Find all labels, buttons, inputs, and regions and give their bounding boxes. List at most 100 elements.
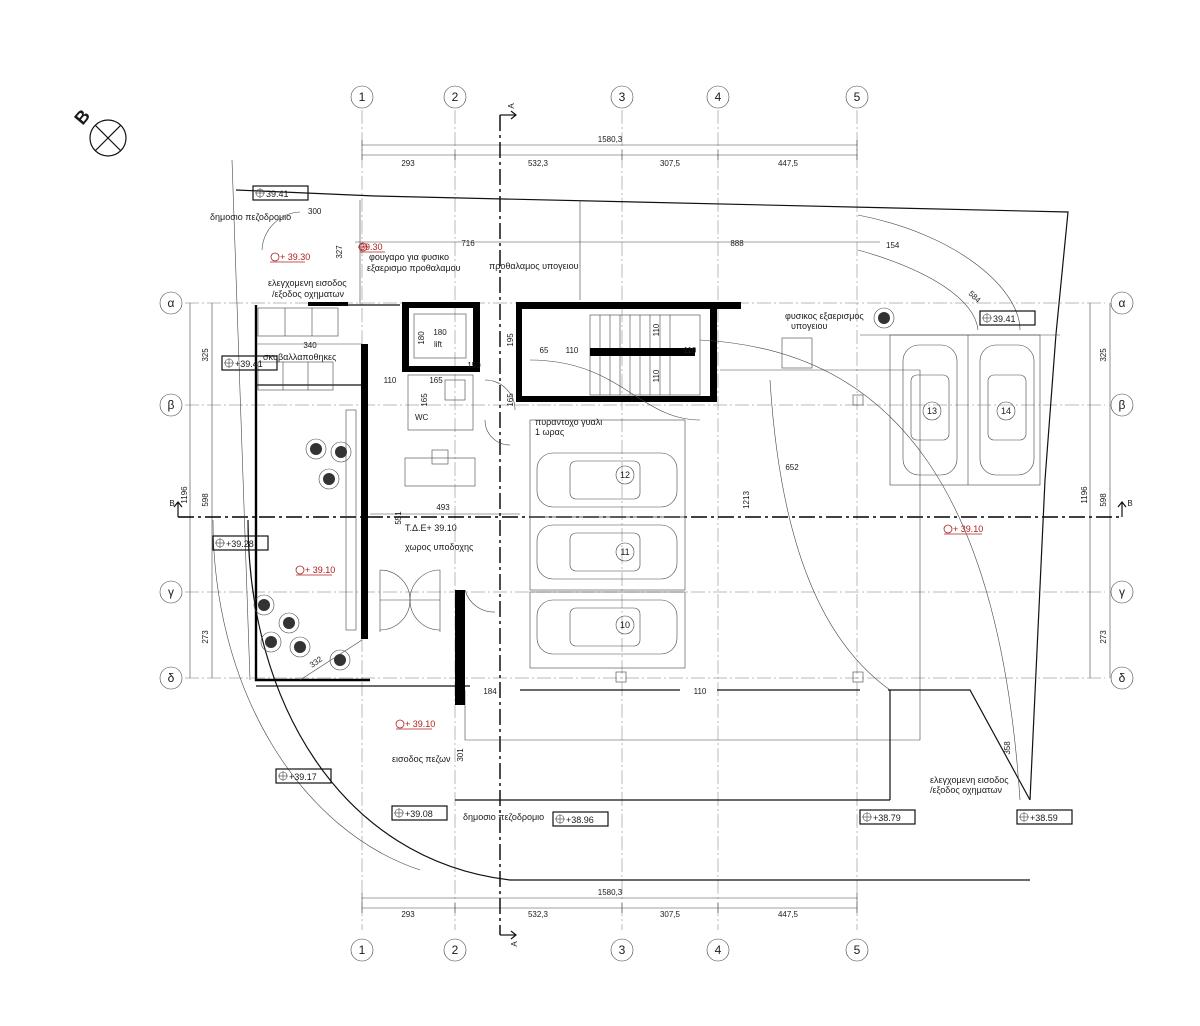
grid-label: δ bbox=[1119, 671, 1126, 685]
svg-text:13: 13 bbox=[927, 406, 937, 416]
entrance-door bbox=[379, 569, 496, 632]
svg-text:150: 150 bbox=[467, 361, 481, 370]
svg-text:110: 110 bbox=[652, 369, 661, 382]
svg-text:301: 301 bbox=[456, 748, 465, 762]
svg-text:1196: 1196 bbox=[180, 486, 189, 504]
svg-text:652: 652 bbox=[785, 463, 799, 472]
svg-text:WC: WC bbox=[415, 413, 429, 422]
grid-bubbles-top: 1 2 3 4 5 bbox=[350, 85, 869, 109]
ramp-arcs bbox=[529, 214, 1021, 801]
room-labels: δημοσιο πεζοδρομιο ελεγχομενη εισοδος /ε… bbox=[210, 212, 1011, 822]
svg-text:+38.79: +38.79 bbox=[873, 813, 901, 823]
svg-text:A: A bbox=[507, 103, 516, 109]
svg-text:1580,3: 1580,3 bbox=[598, 888, 623, 897]
car-11 bbox=[536, 524, 678, 580]
svg-text:180: 180 bbox=[433, 328, 447, 337]
svg-text:293: 293 bbox=[401, 159, 415, 168]
red-level-markers: 39.30 + 39.30 + 39.10 + 39.10 + 39.10 bbox=[270, 242, 983, 730]
car-13 bbox=[902, 344, 958, 476]
svg-text:110: 110 bbox=[684, 346, 697, 355]
svg-text:447,5: 447,5 bbox=[778, 910, 799, 919]
north-arrow-icon: B bbox=[70, 106, 127, 157]
label-controlled-entry-right: ελεγχομενη εισοδος /εξοδος οχηματων bbox=[930, 775, 1011, 795]
interior-dimensions: 300 716 888 327 340 493 551 652 1213 154… bbox=[256, 207, 1012, 762]
garbage-storage bbox=[257, 307, 339, 391]
svg-text:598: 598 bbox=[201, 493, 210, 507]
level-marker: +38.79 bbox=[859, 809, 916, 825]
svg-text:110: 110 bbox=[652, 323, 661, 336]
svg-text:1213: 1213 bbox=[742, 491, 751, 509]
label-controlled-entry-left: ελεγχομενη εισοδος /εξοδος οχηματων bbox=[268, 278, 349, 299]
svg-text:39.41: 39.41 bbox=[993, 314, 1016, 324]
level-markers: 39.41 +39.41 +39.28 +39.17 +39.08 +38.96 bbox=[212, 185, 1073, 827]
grid-label: 4 bbox=[715, 943, 722, 957]
svg-text:+39.28: +39.28 bbox=[226, 539, 254, 549]
grid-bubbles-left: α β γ δ bbox=[159, 291, 183, 690]
red-level: + 39.30 bbox=[270, 252, 310, 263]
svg-text:447,5: 447,5 bbox=[778, 159, 799, 168]
trees bbox=[253, 307, 895, 671]
label-basement-vestibule: προθαλαμος υπογειου bbox=[489, 261, 579, 271]
svg-text:B: B bbox=[70, 106, 94, 129]
svg-text:532,3: 532,3 bbox=[528, 910, 549, 919]
grid-label: 1 bbox=[359, 943, 366, 957]
svg-text:+ 39.10: + 39.10 bbox=[953, 524, 983, 534]
svg-text:300: 300 bbox=[308, 207, 322, 216]
reception-desk bbox=[404, 449, 476, 487]
red-level: + 39.10 bbox=[295, 565, 335, 576]
level-marker: +39.08 bbox=[391, 805, 448, 821]
svg-text:+39.41: +39.41 bbox=[235, 359, 263, 369]
label-natural-vent: φυσικος εξαερισμος υπογειου bbox=[785, 311, 866, 331]
grid-label: β bbox=[1119, 398, 1126, 412]
svg-text:340: 340 bbox=[303, 341, 317, 350]
svg-text:11: 11 bbox=[620, 547, 629, 557]
svg-text:154: 154 bbox=[886, 241, 900, 250]
level-marker: 39.41 bbox=[979, 310, 1036, 326]
svg-text:327: 327 bbox=[335, 245, 344, 259]
svg-text:B: B bbox=[1127, 499, 1132, 508]
grid-label: γ bbox=[1119, 585, 1125, 599]
svg-text:10: 10 bbox=[620, 620, 630, 630]
site-boundary bbox=[212, 159, 1069, 881]
level-marker: +38.59 bbox=[1016, 809, 1073, 825]
svg-text:195: 195 bbox=[506, 333, 515, 347]
svg-text:14: 14 bbox=[1001, 406, 1011, 416]
svg-text:12: 12 bbox=[620, 470, 630, 480]
svg-text:110: 110 bbox=[694, 687, 707, 696]
grid-label: 3 bbox=[619, 943, 626, 957]
svg-text:+ 39.30: + 39.30 bbox=[280, 252, 310, 262]
svg-text:165: 165 bbox=[429, 376, 443, 385]
svg-text:598: 598 bbox=[1099, 493, 1108, 507]
grid-label: β bbox=[168, 398, 175, 412]
car-12 bbox=[536, 452, 678, 508]
label-fire-glass: πυραντοχο γυαλι 1 ωρας bbox=[535, 417, 605, 437]
svg-text:+ 39.10: + 39.10 bbox=[405, 719, 435, 729]
parking-numbers: 10 11 12 13 14 bbox=[620, 406, 1011, 630]
grid-label: 2 bbox=[452, 943, 459, 957]
building-outline bbox=[254, 305, 1031, 801]
vehicle-gates bbox=[261, 200, 581, 306]
svg-text:307,5: 307,5 bbox=[660, 910, 681, 919]
car-14 bbox=[979, 344, 1035, 476]
label-garbage: σκυβαλλαποθηκες bbox=[263, 352, 337, 362]
label-vent-pipe: φουγαρο για φυσικο εξαερισμο προθαλαμου bbox=[367, 252, 461, 273]
svg-text:273: 273 bbox=[1099, 630, 1108, 644]
section-line-b: B B bbox=[169, 499, 1133, 518]
dimension-right: 1196 325 598 273 bbox=[1080, 303, 1111, 678]
section-line-a: A A bbox=[499, 103, 519, 947]
svg-text:110: 110 bbox=[384, 376, 397, 385]
svg-text:39.41: 39.41 bbox=[266, 189, 289, 199]
svg-text:273: 273 bbox=[201, 630, 210, 644]
svg-text:184: 184 bbox=[483, 687, 497, 696]
svg-text:325: 325 bbox=[201, 348, 210, 362]
car-10 bbox=[536, 599, 678, 655]
grid-label: γ bbox=[168, 585, 174, 599]
svg-text:110: 110 bbox=[566, 346, 579, 355]
svg-text:65: 65 bbox=[540, 346, 549, 355]
grid-bubbles-bottom: 1 2 3 4 5 bbox=[350, 938, 869, 962]
red-level: 39.30 bbox=[358, 242, 385, 253]
svg-text:+38.96: +38.96 bbox=[566, 815, 594, 825]
svg-text:332: 332 bbox=[308, 654, 325, 669]
structural-grid bbox=[185, 110, 1105, 930]
